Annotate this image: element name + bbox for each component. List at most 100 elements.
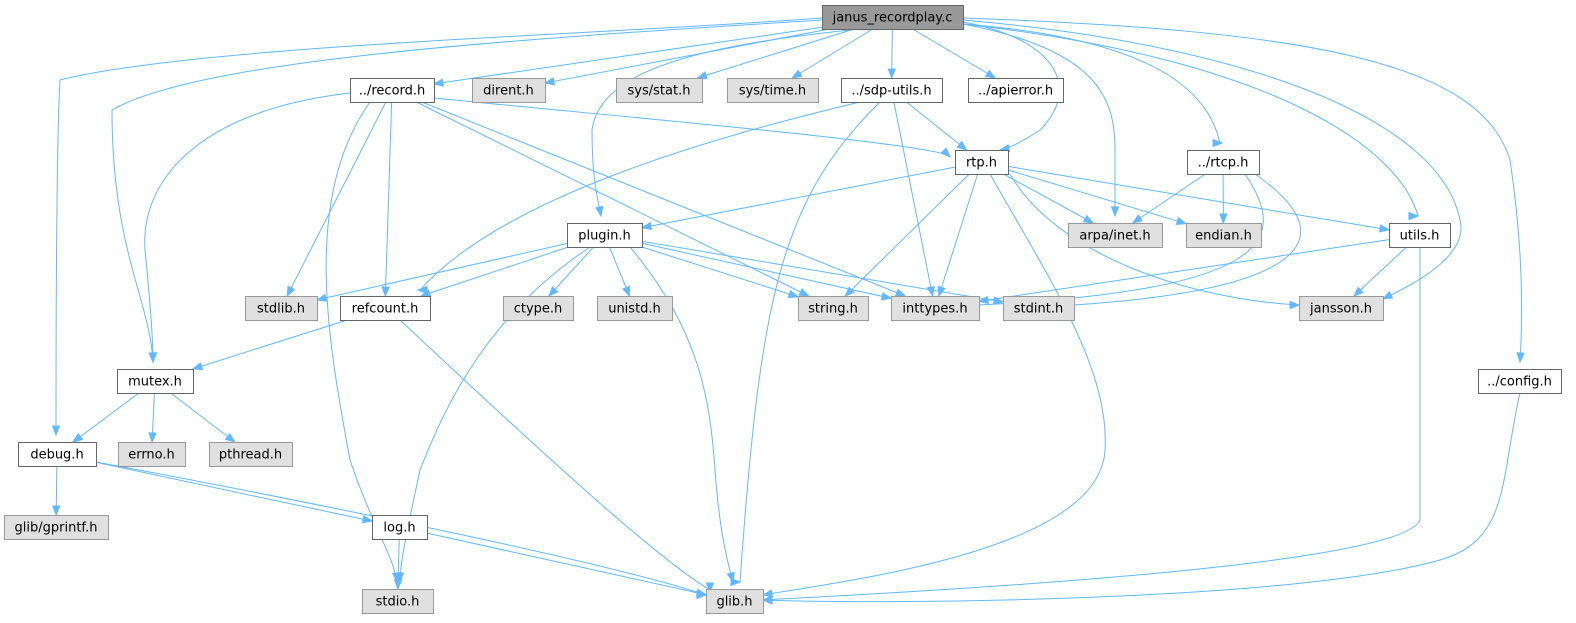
- node-box: [1186, 223, 1262, 248]
- arrowhead: [595, 205, 604, 218]
- node-gprintf: glib/gprintf.h: [4, 515, 109, 540]
- edge-line: [629, 246, 734, 583]
- node-box: [118, 442, 186, 467]
- edge-mutex-to-errno: [148, 392, 157, 444]
- node-rtp[interactable]: rtp.h: [955, 150, 1009, 175]
- node-arpainet: arpa/inet.h: [1068, 223, 1163, 248]
- arrowhead: [880, 292, 893, 301]
- edge-line: [95, 461, 707, 596]
- node-box: [597, 296, 673, 321]
- edge-line: [111, 19, 823, 363]
- node-label: mutex.h: [128, 375, 182, 390]
- node-sdputils[interactable]: ../sdp-utils.h: [841, 78, 943, 103]
- node-label: inttypes.h: [902, 302, 967, 317]
- edge-janus_recordplay-to-record: [432, 26, 823, 87]
- node-label: glib.h: [716, 595, 752, 610]
- node-label: ../record.h: [359, 84, 426, 99]
- node-box: [18, 442, 97, 467]
- node-label: plugin.h: [578, 229, 631, 244]
- arrowhead: [696, 71, 708, 80]
- node-endian: endian.h: [1186, 223, 1262, 248]
- node-refcount[interactable]: refcount.h: [340, 296, 431, 321]
- node-label: ../rtcp.h: [1198, 156, 1249, 171]
- arrowhead: [761, 589, 774, 598]
- arrowhead: [992, 296, 1005, 305]
- node-box: [1187, 150, 1260, 175]
- arrowhead: [1408, 211, 1420, 221]
- edge-line: [384, 101, 393, 297]
- node-errno: errno.h: [118, 442, 186, 467]
- node-log[interactable]: log.h: [372, 515, 428, 540]
- arrowhead: [286, 285, 296, 298]
- edge-line: [906, 101, 967, 151]
- edge-plugin-to-string: [641, 246, 800, 298]
- node-jansson: jansson.h: [1299, 296, 1384, 321]
- node-record[interactable]: ../record.h: [350, 78, 435, 103]
- edges-layer: [51, 17, 1525, 605]
- arrowhead: [1175, 216, 1188, 225]
- edge-line: [641, 166, 956, 229]
- node-label: stdlib.h: [257, 302, 305, 317]
- edge-sdputils-to-refcount: [416, 101, 861, 295]
- arrowhead: [1219, 213, 1228, 225]
- edge-line: [144, 92, 351, 363]
- node-stdlib: stdlib.h: [245, 296, 318, 321]
- edge-janus_recordplay-to-sdputils: [887, 28, 897, 80]
- edge-plugin-to-stdlib: [315, 242, 568, 302]
- node-stdio: stdio.h: [362, 589, 434, 614]
- edge-line: [962, 23, 1419, 217]
- node-label: pthread.h: [219, 448, 282, 463]
- edge-line: [1353, 246, 1407, 297]
- edge-line: [978, 239, 1390, 302]
- edge-line: [421, 101, 906, 297]
- node-config[interactable]: ../config.h: [1478, 369, 1562, 394]
- node-box: [706, 589, 764, 614]
- node-plugin[interactable]: plugin.h: [567, 223, 643, 248]
- node-rtcp[interactable]: ../rtcp.h: [1187, 150, 1260, 175]
- edge-line: [912, 28, 996, 79]
- node-label: string.h: [808, 302, 858, 317]
- edge-janus_recordplay-to-mutex: [111, 19, 823, 364]
- edge-rtp-to-utils: [1007, 165, 1391, 233]
- arrowhead: [72, 432, 84, 443]
- arrowhead: [761, 596, 773, 605]
- node-label: dirent.h: [483, 84, 534, 99]
- node-label: errno.h: [128, 448, 175, 463]
- edge-janus_recordplay-to-apierror: [912, 28, 997, 79]
- node-box: [891, 296, 980, 321]
- arrowhead: [791, 69, 803, 79]
- arrowhead: [1516, 352, 1525, 364]
- arrowhead: [940, 147, 951, 158]
- node-apierror[interactable]: ../apierror.h: [968, 78, 1064, 103]
- edge-line: [938, 173, 979, 297]
- node-box: [616, 78, 703, 103]
- node-stdint: stdint.h: [1003, 296, 1075, 321]
- arrowhead: [543, 77, 556, 86]
- edge-rtp-to-arpainet: [1003, 173, 1095, 224]
- edge-line: [316, 242, 568, 301]
- node-utils[interactable]: utils.h: [1389, 223, 1451, 248]
- node-label: ctype.h: [514, 302, 563, 317]
- edge-record-to-refcount: [381, 101, 393, 298]
- edge-rtp-to-inttypes: [937, 173, 979, 298]
- edge-plugin-to-glib: [629, 246, 735, 584]
- arrowhead: [52, 505, 61, 517]
- arrowhead: [787, 289, 800, 298]
- edge-line: [791, 28, 874, 79]
- edge-line: [192, 319, 348, 370]
- node-label: sys/stat.h: [628, 84, 691, 99]
- node-label: unistd.h: [608, 302, 661, 317]
- edge-line: [962, 17, 1523, 363]
- edge-sdputils-to-rtp: [906, 101, 968, 151]
- node-debug[interactable]: debug.h: [18, 442, 97, 467]
- node-label: glib/gprintf.h: [15, 521, 98, 536]
- node-label: stdint.h: [1014, 302, 1063, 317]
- arrowhead: [191, 362, 204, 371]
- arrowhead: [393, 579, 403, 591]
- edge-line: [962, 19, 1462, 300]
- node-label: janus_recordplay.c: [832, 11, 953, 26]
- arrowhead: [148, 432, 157, 444]
- edge-record-to-mutex: [144, 92, 351, 364]
- arrowhead: [432, 78, 445, 87]
- node-mutex[interactable]: mutex.h: [117, 369, 194, 394]
